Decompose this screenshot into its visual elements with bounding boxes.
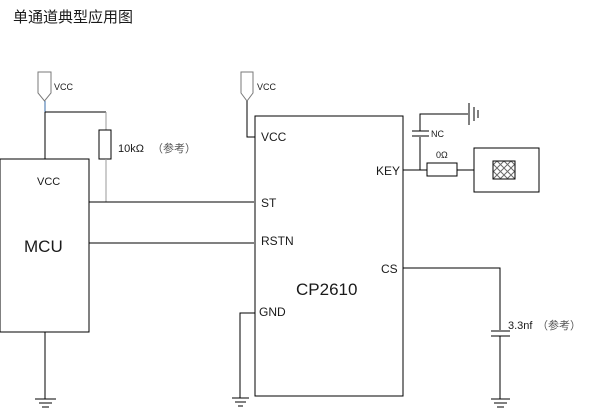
chip-ground-icon (232, 397, 249, 407)
mcu-ground-icon (35, 398, 56, 408)
nc-capacitor-label: NC (431, 129, 444, 139)
mcu-block (0, 158, 90, 333)
chip-pin-rstn: RSTN (261, 234, 294, 248)
pullup-resistor-note: （参考） (152, 141, 196, 155)
wire (239, 312, 255, 398)
pullup-resistor-icon (98, 129, 112, 160)
cp2610-chip-block (254, 115, 404, 397)
chip-pin-st: ST (261, 196, 277, 210)
zero-ohm-resistor-icon (426, 162, 458, 177)
chip-name: CP2610 (296, 280, 357, 299)
cs-wire (403, 267, 501, 330)
nc-capacitor-icon (412, 130, 429, 137)
pullup-resistor-value: 10kΩ (118, 143, 144, 155)
diagram-title: 单通道典型应用图 (13, 8, 134, 26)
cs-ground-icon (491, 398, 510, 408)
mcu-vcc-pin: VCC (37, 176, 60, 188)
touch-electrode-pad-icon (492, 160, 516, 180)
wire (246, 101, 255, 138)
cs-capacitor-note: （参考） (537, 318, 581, 332)
wire (419, 113, 468, 131)
chip-pin-key: KEY (376, 164, 400, 178)
mcu-vcc-supply-label: VCC (54, 82, 74, 92)
earth-ground-icon (468, 103, 479, 125)
chip-pin-cs: CS (381, 262, 398, 276)
mcu-name: MCU (24, 237, 63, 256)
zero-ohm-resistor-label: 0Ω (436, 150, 448, 160)
cs-capacitor-value: 3.3nf (508, 320, 533, 332)
chip-pin-vcc: VCC (261, 130, 287, 144)
chip-vcc-supply-label: VCC (257, 82, 277, 92)
chip-vcc-supply-icon (240, 71, 254, 102)
mcu-vcc-supply-icon (37, 71, 52, 102)
chip-pin-gnd: GND (259, 305, 286, 319)
